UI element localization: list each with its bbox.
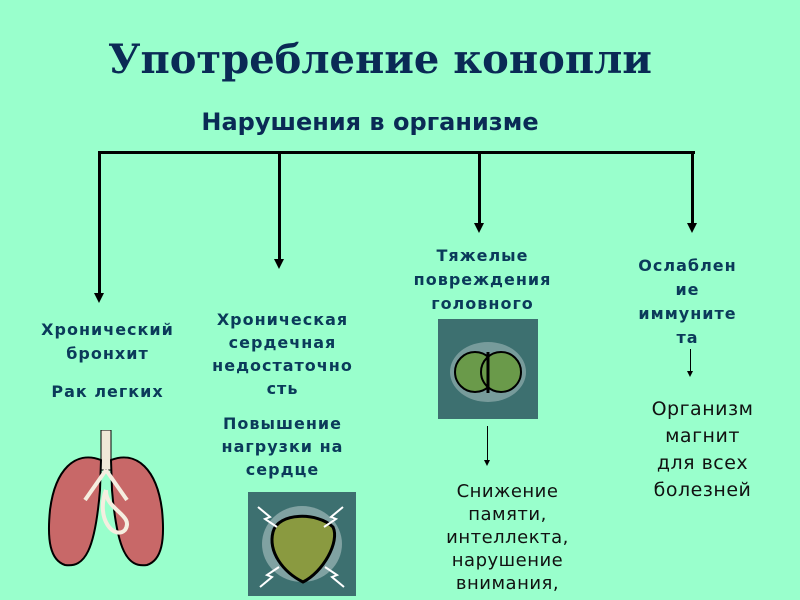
branch-brain-damage: Тяжелые повреждения головного [400,244,565,316]
label-line: головного [431,294,534,313]
brain-icon [438,319,538,419]
result-line: болезней [653,479,752,501]
label-extra: Рак легких [51,382,164,401]
result-line: магнит [665,425,740,447]
label-extra: сердце [245,460,320,479]
arrow-icon [274,259,284,269]
label-line: иммуните [638,304,737,323]
connector-4 [691,151,694,223]
connector-brain [487,426,488,460]
label-extra: нагрузки на [221,437,344,456]
result-line: Снижение [456,481,559,502]
label-line: Тяжелые [436,246,529,265]
arrow-icon [94,293,104,303]
result-line: интеллекта, [446,527,569,548]
connector-immunity [690,349,691,371]
branch-immunity: Ослаблен ие иммуните та [610,254,765,350]
label-line: недостаточно [212,356,353,375]
label-line: сть [266,379,299,398]
label-extra: Повышение [223,414,342,433]
brain-result: Снижение памяти, интеллекта, нарушение в… [420,480,595,595]
result-line: для всех [656,452,749,474]
label-line: Ослаблен [638,256,737,275]
label-line: Хронический [41,320,174,339]
result-line: Организм [651,398,754,420]
result-line: внимания, [455,573,560,594]
arrow-icon [687,371,693,377]
slide-subtitle: Нарушения в организме [201,108,539,136]
connector-horizontal [98,151,695,154]
label-line: повреждения [413,270,552,289]
label-line: бронхит [66,344,149,363]
slide-title: Употребление конопли [108,36,652,83]
connector-3 [478,151,481,223]
connector-2 [278,151,281,259]
branch-bronchitis: Хронический бронхит Рак легких [20,318,195,404]
branch-heart-failure: Хроническая сердечная недостаточно сть П… [195,308,370,481]
arrow-icon [484,460,490,466]
label-line: Хроническая [216,310,349,329]
label-line: ие [675,280,700,299]
label-line: та [676,328,699,347]
result-line: памяти, [468,504,547,525]
lungs-icon [47,430,165,567]
heart-icon [248,492,356,596]
result-line: нарушение [451,550,564,571]
arrow-icon [474,223,484,233]
connector-1 [98,151,101,293]
label-line: сердечная [228,333,337,352]
immunity-result: Организм магнит для всех болезней [620,396,785,504]
arrow-icon [687,223,697,233]
